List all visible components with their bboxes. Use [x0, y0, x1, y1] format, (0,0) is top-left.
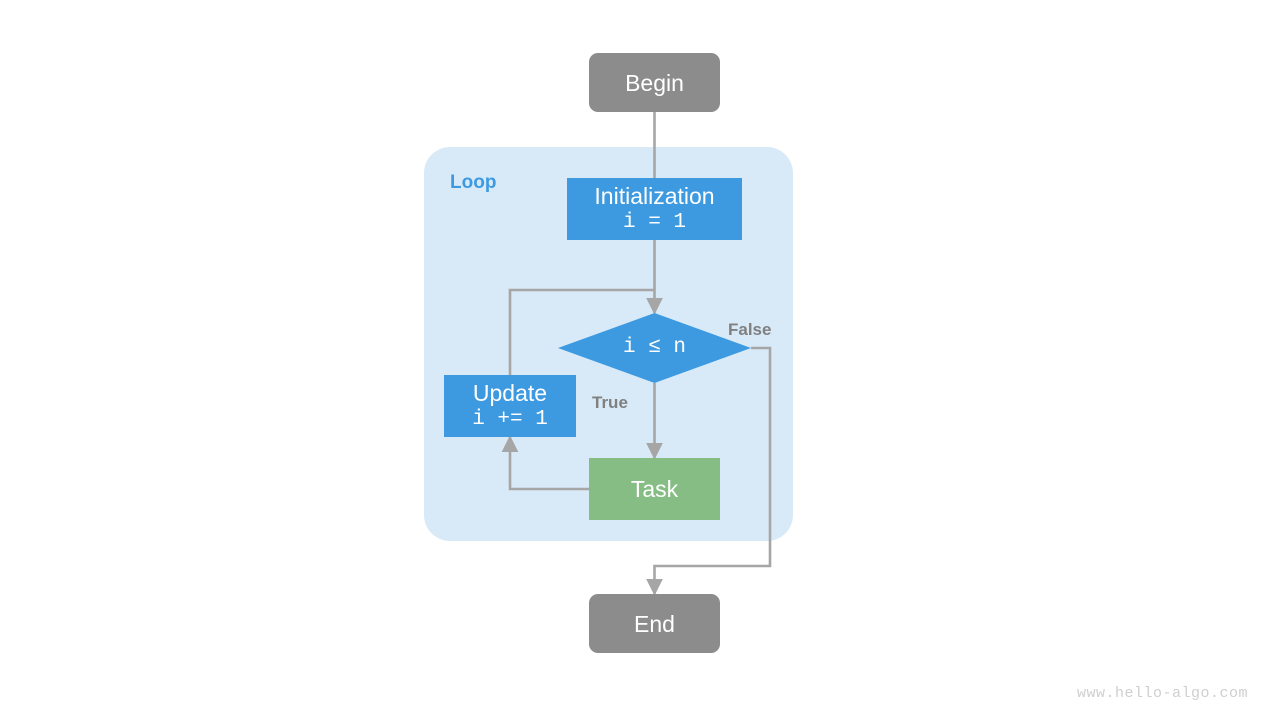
- node-initialization[interactable]: [567, 178, 742, 240]
- edge-label-true: True: [592, 393, 628, 412]
- edge-label-false: False: [728, 320, 772, 339]
- edge-task-to-update: [501, 435, 589, 491]
- edge-update-to-condition: [508, 288, 655, 375]
- node-task[interactable]: [589, 458, 720, 520]
- edge-condition-false-to-end: [646, 346, 772, 596]
- node-update[interactable]: [444, 375, 576, 437]
- node-condition[interactable]: [558, 313, 751, 383]
- loop-group-label: Loop: [450, 172, 497, 193]
- node-end[interactable]: [589, 594, 720, 653]
- watermark: www.hello-algo.com: [1076, 685, 1248, 702]
- node-begin[interactable]: [589, 53, 720, 112]
